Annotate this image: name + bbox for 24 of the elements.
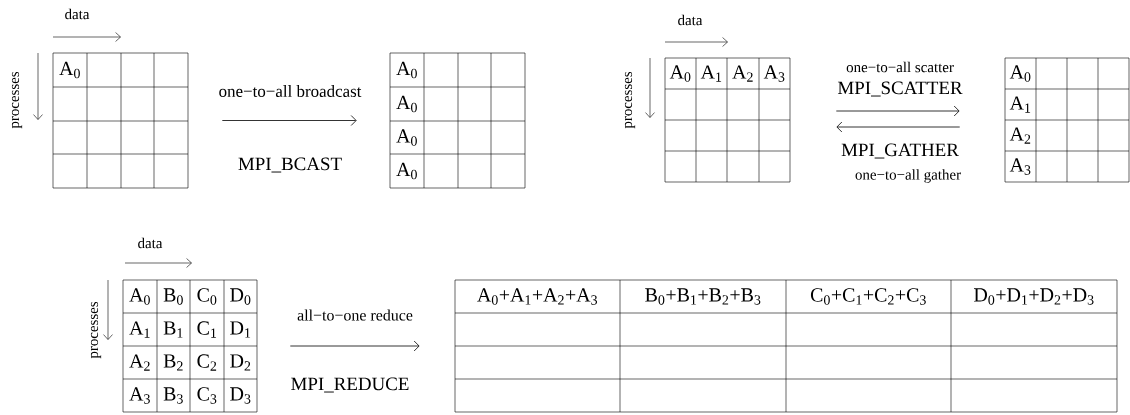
arrow bbox=[836, 121, 961, 133]
arrow bbox=[835, 105, 960, 117]
function-name: MPI_REDUCE bbox=[291, 377, 409, 393]
grid-table: A$_{0}$ B$_{0}$ C$_{0}$ D$_{0}$ A$_{1}$ B$_{1}$ C$_{1}$ D$_{1}$ A$_{2}$ B$_{2}$ C$_{2}$ D$_{2}$ A$_{3}$ B$_{3}$ C$_{3}$ D$_{3}$ bbox=[122, 279, 258, 413]
grid-table: A$_{0}$ A$_{0}$ A$_{0}$ A$_{0}$ bbox=[389, 52, 526, 189]
grid-table: A$_{0}$ A$_{1}$ A$_{2}$ A$_{3}$ bbox=[664, 57, 791, 183]
grid-table: A$_{0}$ A$_{1}$ A$_{2}$ A$_{3}$ bbox=[1004, 57, 1130, 183]
edge-label: one−to−all gather bbox=[855, 169, 961, 183]
arrow bbox=[221, 115, 357, 126]
grid-table: A$_{0}$ bbox=[52, 52, 189, 189]
edge-label: one−to−all scatter bbox=[846, 61, 954, 73]
axis-label: processes bbox=[624, 71, 636, 129]
function-name: MPI_GATHER bbox=[841, 143, 959, 159]
function-name: MPI_BCAST bbox=[238, 157, 342, 173]
edge-label: one−to−all broadcast bbox=[219, 85, 362, 97]
axis-label: data bbox=[678, 14, 703, 26]
function-name: MPI_SCATTER bbox=[837, 81, 963, 97]
axis-label: processes bbox=[11, 71, 23, 129]
edge-label: all−to−one reduce bbox=[297, 309, 413, 321]
axis-label: data bbox=[65, 8, 90, 20]
axis-label: data bbox=[138, 237, 163, 249]
axis-label: processes bbox=[90, 301, 102, 359]
arrow bbox=[289, 340, 420, 352]
grid-table: A$_{0}$+A$_{1}$+A$_{2}$+A$_{3}$ B$_{0}$+B$_{1}$+B$_{2}$+B$_{3}$ C$_{0}$+C$_{1}$+C$_{2}$+C$_{3}$ D$_{0}$+D$_{1}$+D$_{2}$+D$_{3}$ bbox=[454, 279, 1118, 413]
